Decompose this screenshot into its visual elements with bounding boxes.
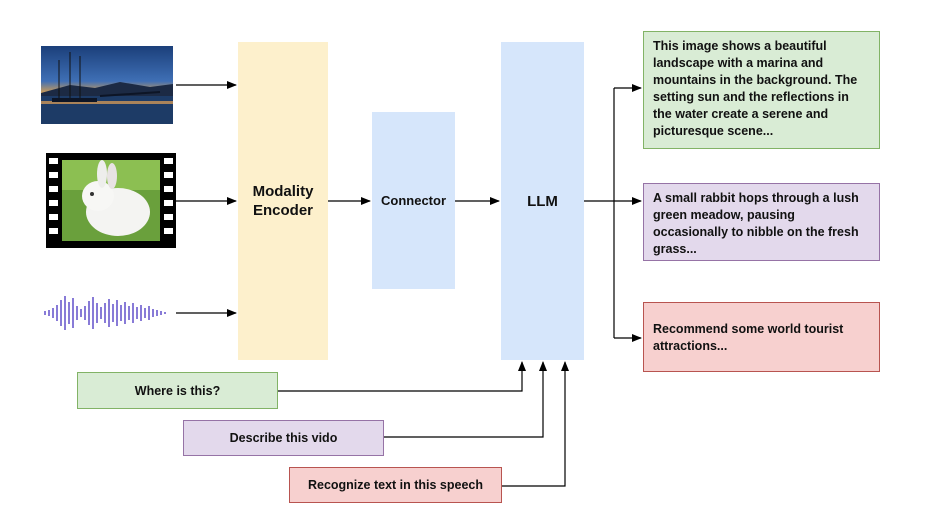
video-prompt-box: Describe this vido — [183, 420, 384, 456]
image-response-text: This image shows a beautiful landscape w… — [653, 39, 858, 138]
image-prompt-text: Where is this? — [134, 383, 221, 398]
modality-encoder-label-line2: Encoder — [252, 202, 313, 219]
speech-response-box: Recommend some world tourist attractions… — [643, 302, 880, 372]
landscape-photo — [41, 46, 173, 124]
connector-label: Connector — [381, 193, 446, 208]
llm-block: LLM — [501, 42, 584, 360]
modality-encoder-block: Modality Encoder — [238, 42, 328, 360]
speech-response-text: Recommend some world tourist attractions… — [653, 322, 844, 353]
speech-prompt-box: Recognize text in this speech — [289, 467, 502, 503]
video-response-text: A small rabbit hops through a lush green… — [653, 191, 859, 256]
video-response-box: A small rabbit hops through a lush green… — [643, 183, 880, 261]
arrow-image-prompt-to-llm — [278, 361, 526, 392]
video-prompt-text: Describe this vido — [229, 431, 338, 445]
modality-encoder-label-line1: Modality — [252, 183, 314, 200]
connector-block: Connector — [372, 112, 455, 289]
image-response-box: This image shows a beautiful landscape w… — [643, 31, 880, 149]
arrow-speech-prompt-to-llm — [502, 361, 569, 487]
arrow-video-prompt-to-llm — [384, 361, 547, 438]
audio-waveform — [44, 296, 166, 330]
speech-prompt-text: Recognize text in this speech — [307, 478, 484, 492]
image-prompt-box: Where is this? — [77, 372, 278, 409]
rabbit-video-frame — [46, 153, 176, 248]
llm-label: LLM — [527, 192, 558, 210]
